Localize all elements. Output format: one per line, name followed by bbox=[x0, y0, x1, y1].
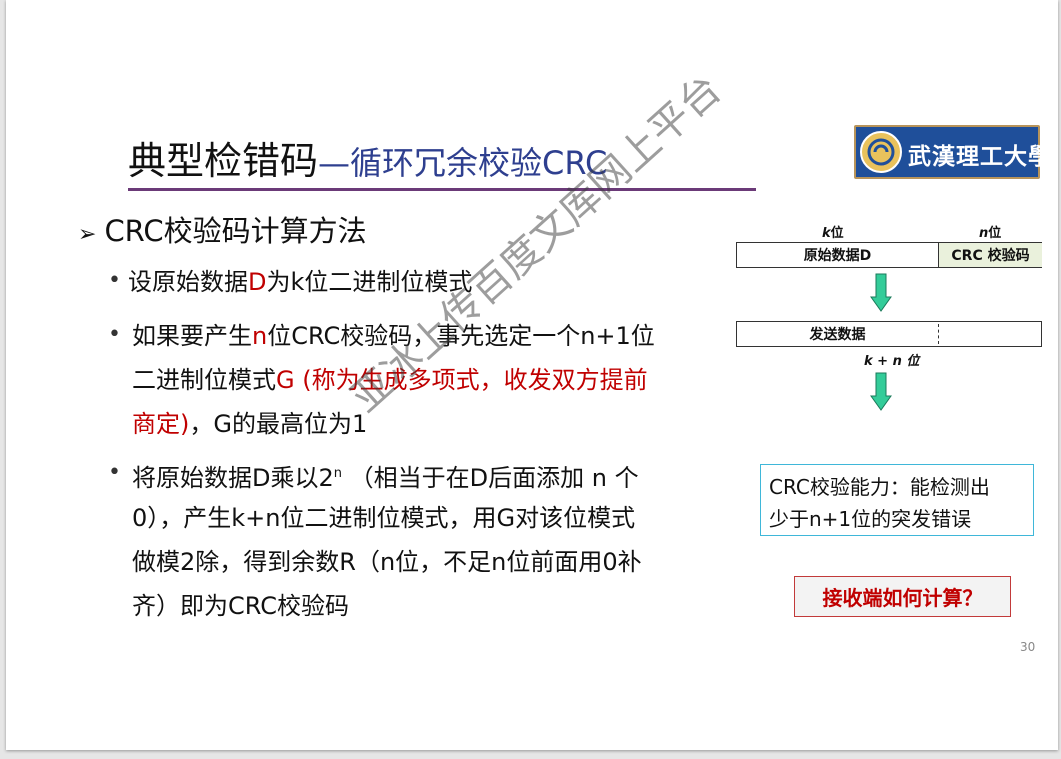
logo-wordmark: 武漢理工大學 bbox=[908, 143, 1052, 170]
kn-bits-label: k + n 位 bbox=[864, 350, 919, 369]
kn-bits-text: k + n 位 bbox=[864, 354, 920, 369]
bullet-2-text-a: 如果要产生 bbox=[132, 322, 252, 350]
logo-emblem-icon bbox=[860, 131, 902, 173]
bullet-2-text-b: n bbox=[252, 322, 268, 350]
crc-cell: CRC 校验码 bbox=[938, 243, 1042, 267]
bullet-icon: • bbox=[108, 268, 121, 293]
bullet-2-text-g: ，G的最高位为1 bbox=[189, 410, 368, 438]
n-bits-label: n位 bbox=[979, 222, 1001, 241]
heading-arrow-icon: ➢ bbox=[78, 222, 97, 247]
title-subtitle: —循环冗余校验CRC bbox=[318, 144, 608, 182]
bullet-icon: • bbox=[108, 322, 121, 347]
heading-text: CRC校验码计算方法 bbox=[104, 214, 367, 248]
bullet-2-text-d: 二进制位模式 bbox=[132, 366, 276, 394]
bullet-3-line-2: 0），产生k+n位二进制位模式，用G对该位模式 bbox=[132, 504, 636, 532]
send-data-cell: 发送数据 bbox=[809, 327, 866, 343]
bullet-1: 设原始数据D为k位二进制位模式 bbox=[128, 260, 472, 304]
send-data-bar: 发送数据 bbox=[736, 321, 1042, 347]
university-logo: 武漢理工大學 bbox=[854, 125, 1051, 179]
down-arrow-icon bbox=[870, 273, 892, 312]
title-underline bbox=[128, 188, 756, 191]
receiver-question-box: 接收端如何计算？ bbox=[794, 576, 1011, 617]
bullet-1-text-b: D bbox=[248, 268, 267, 296]
capability-line-2: 少于n+1位的突发错误 bbox=[769, 507, 972, 531]
bullet-1-text-a: 设原始数据 bbox=[128, 268, 248, 296]
bullet-3-line-3: 做模2除，得到余数R（n位，不足n位前面用0补 bbox=[132, 548, 642, 576]
down-arrow-icon bbox=[870, 372, 892, 411]
slide: 典型检错码—循环冗余校验CRC 武漢理工大學 ➢ CRC校验码计算方法 • 设原始… bbox=[6, 0, 1058, 750]
bullet-3-line-1: 将原始数据D乘以2n （相当于在D后面添加 n 个 bbox=[132, 452, 639, 500]
bullet-3-text-b: （相当于在D后面添加 n 个 bbox=[342, 464, 639, 492]
bullet-2-text-f: 商定) bbox=[132, 410, 190, 438]
title-main: 典型检错码 bbox=[128, 139, 319, 183]
bullet-2-text-e: G (称为生成多项式，收发双方提前 bbox=[276, 366, 648, 394]
bullet-2-line-2: 二进制位模式G (称为生成多项式，收发双方提前 bbox=[132, 358, 648, 402]
crc-capability-box: CRC校验能力：能检测出 少于n+1位的突发错误 bbox=[760, 464, 1034, 536]
bullet-2-line-3: 商定)，G的最高位为1 bbox=[132, 402, 367, 446]
slide-title: 典型检错码—循环冗余校验CRC bbox=[128, 130, 607, 185]
bullet-1-text-c: 为k位二进制位模式 bbox=[266, 268, 473, 296]
bullet-2-line-1: 如果要产生n位CRC校验码，事先选定一个n+1位 bbox=[132, 314, 655, 358]
n-variable: n bbox=[979, 226, 989, 241]
section-heading: ➢ CRC校验码计算方法 bbox=[78, 208, 367, 250]
page-number: 30 bbox=[1020, 640, 1036, 654]
k-variable: k bbox=[822, 226, 831, 241]
bullet-3-superscript: n bbox=[333, 466, 342, 481]
bullet-icon: • bbox=[108, 460, 121, 485]
n-unit: 位 bbox=[988, 226, 1002, 241]
original-data-cell: 原始数据D bbox=[803, 248, 872, 264]
send-data-divider bbox=[938, 324, 939, 344]
bullet-2-text-c: 位CRC校验码，事先选定一个n+1位 bbox=[267, 322, 655, 350]
k-bits-label: k位 bbox=[822, 222, 844, 241]
capability-line-1: CRC校验能力：能检测出 bbox=[769, 475, 990, 499]
k-unit: 位 bbox=[830, 226, 844, 241]
original-data-bar: 原始数据D CRC 校验码 bbox=[736, 242, 1042, 268]
bullet-3-line-4: 齐）即为CRC校验码 bbox=[132, 592, 349, 620]
bullet-3-text-a: 将原始数据D乘以2 bbox=[132, 464, 334, 492]
